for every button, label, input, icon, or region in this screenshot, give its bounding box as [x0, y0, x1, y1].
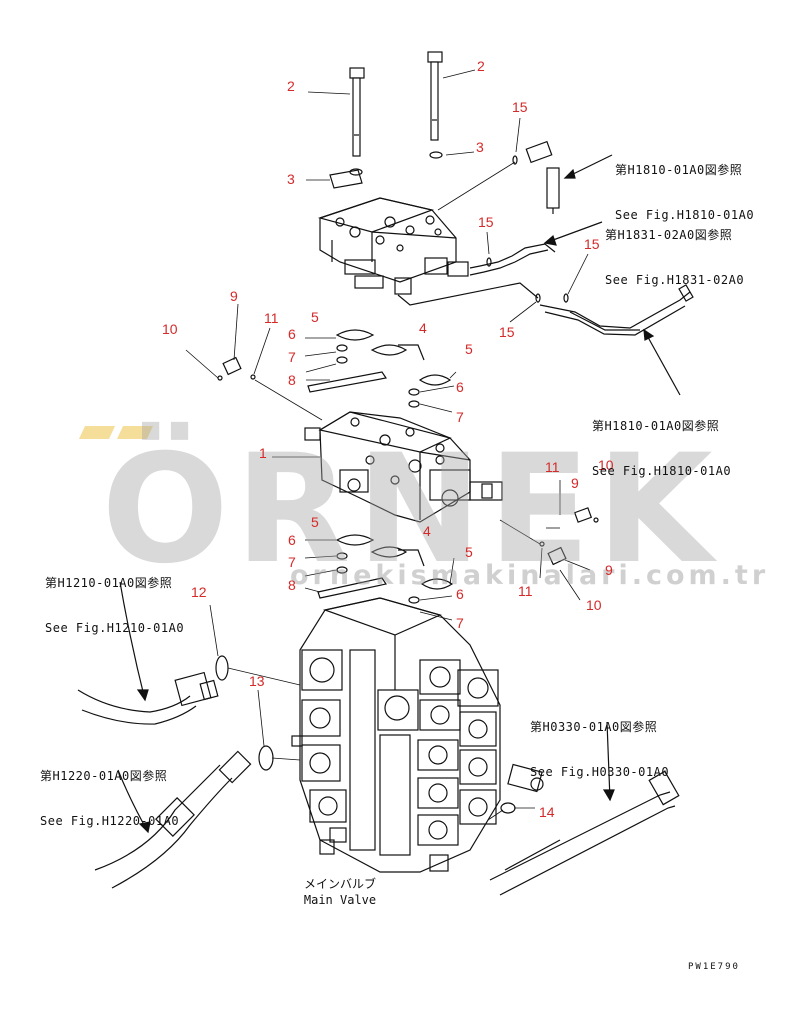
leader-lines: [185, 69, 591, 821]
callout-6: 6: [456, 586, 464, 602]
o-ring-12: [215, 655, 229, 681]
service-valve-middle: [304, 411, 503, 523]
figure-reference: 第H1220-01A0図参照 See Fig.H1220-01A0: [40, 739, 179, 844]
reference-jp: 第H1220-01A0図参照: [40, 769, 168, 783]
reference-arrows: [117, 154, 681, 834]
hose-lower-left-1: [77, 671, 219, 725]
reference-jp: 第H1831-02A0図参照: [605, 228, 733, 242]
callout-11: 11: [518, 583, 533, 599]
callout-8: 8: [288, 372, 296, 388]
sub-valve-top: [317, 197, 469, 295]
callout-11: 11: [545, 459, 560, 475]
watermark-url: ornekismakinalari.com.tr: [290, 560, 770, 591]
callout-10: 10: [586, 597, 602, 613]
callout-15: 15: [512, 99, 528, 115]
callout-6: 6: [288, 532, 296, 548]
callout-4: 4: [419, 320, 427, 336]
callout-2: 2: [477, 58, 485, 74]
callout-5: 5: [311, 309, 319, 325]
bolt-left: [349, 67, 365, 157]
callout-11: 11: [264, 310, 279, 326]
o-ring-15d: [535, 293, 541, 303]
callout-7: 7: [456, 409, 464, 425]
plug-right-9-10: [539, 507, 599, 566]
callout-7: 7: [288, 349, 296, 365]
callout-3: 3: [287, 171, 295, 187]
caption-jp: メインバルブ: [303, 877, 376, 891]
figure-reference: 第H1810-01A0図参照 See Fig.H1810-01A0: [592, 389, 731, 494]
callout-15: 15: [499, 324, 515, 340]
reference-en: See Fig.H1810-01A0: [592, 464, 732, 478]
seal-stack-lower: [317, 534, 454, 616]
o-ring-15b: [486, 257, 492, 267]
callout-7: 7: [288, 554, 296, 570]
seal-stack-upper: [307, 329, 452, 408]
callout-15: 15: [478, 214, 494, 230]
main-valve: [291, 597, 544, 873]
callout-10: 10: [598, 457, 614, 473]
callout-10: 10: [162, 321, 178, 337]
reference-en: See Fig.H1831-02A0: [605, 273, 745, 287]
washers-top: [329, 151, 443, 189]
caption-en: Main Valve: [303, 893, 377, 907]
callout-9: 9: [571, 475, 579, 491]
reference-jp: 第H1810-01A0図参照: [592, 419, 720, 433]
hose-lower-left-2: [94, 750, 252, 889]
callout-6: 6: [288, 326, 296, 342]
figure-reference: 第H0330-01A0図参照 See Fig.H0330-01A0: [530, 690, 669, 795]
figure-reference: 第H1210-01A0図参照 See Fig.H1210-01A0: [45, 546, 184, 651]
callout-13: 13: [249, 673, 265, 689]
callout-4: 4: [423, 523, 431, 539]
callout-9: 9: [605, 562, 613, 578]
reference-en: See Fig.H1810-01A0: [615, 208, 755, 222]
callout-8: 8: [288, 577, 296, 593]
callout-15: 15: [584, 236, 600, 252]
o-ring-15a: [512, 155, 518, 165]
figure-reference: 第H1810-01A0図参照 See Fig.H1810-01A0: [615, 133, 754, 238]
reference-en: See Fig.H1220-01A0: [40, 814, 180, 828]
elbow-fitting-top-right: [525, 140, 560, 214]
callout-3: 3: [476, 139, 484, 155]
reference-en: See Fig.H1210-01A0: [45, 621, 185, 635]
drawing-code: PW1E790: [688, 962, 740, 972]
callout-5: 5: [465, 341, 473, 357]
callout-5: 5: [465, 544, 473, 560]
main-valve-caption: メインバルブ Main Valve: [290, 876, 390, 908]
callout-7: 7: [456, 615, 464, 631]
reference-jp: 第H1210-01A0図参照: [45, 576, 173, 590]
o-ring-15c: [563, 293, 569, 303]
callout-2: 2: [287, 78, 295, 94]
reference-jp: 第H0330-01A0図参照: [530, 720, 658, 734]
pipe-top-connect: [397, 243, 556, 306]
callout-1: 1: [259, 445, 267, 461]
plug-left-9-10: [217, 356, 256, 381]
figure-reference: 第H1831-02A0図参照 See Fig.H1831-02A0: [605, 198, 744, 303]
bolt-right: [427, 51, 443, 141]
callout-12: 12: [191, 584, 207, 600]
callout-6: 6: [456, 379, 464, 395]
callout-9: 9: [230, 288, 238, 304]
hose-lower-right: [489, 770, 680, 896]
hose-right-upper: [539, 284, 694, 336]
reference-jp: 第H1810-01A0図参照: [615, 163, 743, 177]
o-ring-13: [258, 745, 274, 771]
watermark-logo: ÖRNEK: [101, 423, 719, 597]
o-ring-14: [500, 802, 516, 814]
reference-en: See Fig.H0330-01A0: [530, 765, 670, 779]
callout-5: 5: [311, 514, 319, 530]
callout-14: 14: [539, 804, 555, 820]
